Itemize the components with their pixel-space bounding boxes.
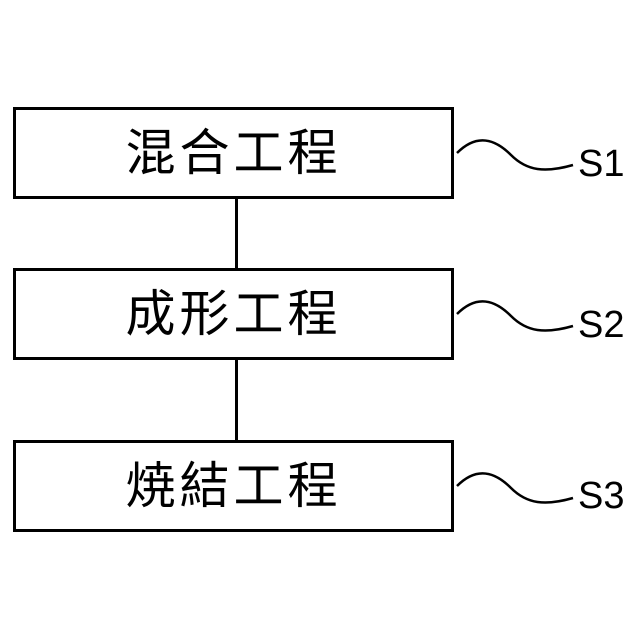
connector-line-s2-s3 — [235, 360, 238, 440]
leader-line-s1 — [455, 135, 575, 175]
step-box-sintering: 焼結工程 — [13, 440, 454, 532]
step-label-sintering: 焼結工程 — [126, 461, 342, 511]
connector-line-s1-s2 — [235, 199, 238, 268]
step-label-forming: 成形工程 — [126, 289, 342, 339]
step-box-mixing: 混合工程 — [13, 107, 454, 199]
step-code-s1: S1 — [578, 145, 624, 183]
leader-line-s2 — [455, 296, 575, 336]
step-box-forming: 成形工程 — [13, 268, 454, 360]
step-code-s3: S3 — [578, 477, 624, 515]
step-code-s2: S2 — [578, 306, 624, 344]
leader-line-s3 — [455, 468, 575, 508]
step-label-mixing: 混合工程 — [126, 128, 342, 178]
